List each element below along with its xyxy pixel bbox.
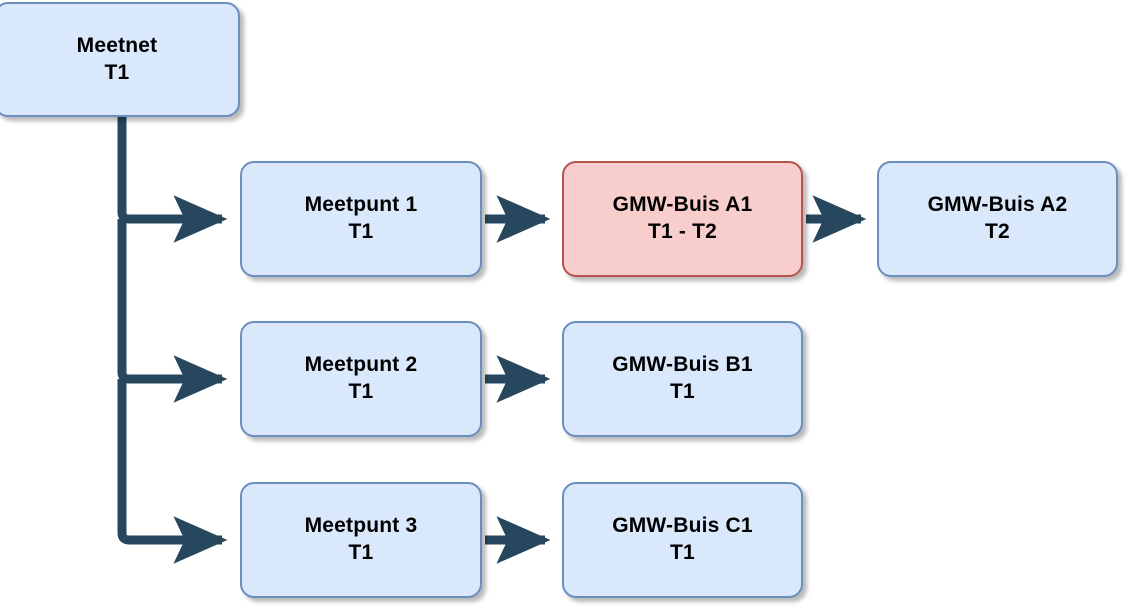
- node-gmw-buis-c1[interactable]: GMW-Buis C1 T1: [562, 482, 803, 598]
- node-meetpunt-1-version: T1: [348, 220, 374, 243]
- edge-meetnet-to-meetpunt3: [117, 379, 228, 564]
- node-gmw-buis-b1-label: GMW-Buis B1: [612, 353, 753, 377]
- node-meetnet-label: Meetnet: [76, 33, 158, 57]
- node-gmw-buis-a2-label: GMW-Buis A2: [927, 193, 1068, 217]
- node-meetpunt-1-label: Meetpunt 1: [304, 193, 418, 217]
- node-meetnet-version: T1: [104, 60, 130, 84]
- node-meetpunt-1[interactable]: Meetpunt 1 T1: [240, 161, 482, 277]
- node-meetpunt-3[interactable]: Meetpunt 3 T1: [240, 482, 482, 598]
- node-meetpunt-3-label: Meetpunt 3: [304, 514, 418, 538]
- node-meetnet[interactable]: Meetnet T1: [0, 2, 240, 117]
- node-meetpunt-3-version: T1: [348, 541, 374, 564]
- node-gmw-buis-a1[interactable]: GMW-Buis A1 T1 - T2: [562, 161, 803, 277]
- node-meetpunt-2-label: Meetpunt 2: [304, 353, 418, 377]
- node-meetpunt-2-version: T1: [348, 380, 374, 403]
- node-gmw-buis-c1-version: T1: [670, 541, 695, 564]
- node-meetpunt-2[interactable]: Meetpunt 2 T1: [240, 321, 482, 437]
- node-gmw-buis-b1[interactable]: GMW-Buis B1 T1: [562, 321, 803, 437]
- node-gmw-buis-a1-label: GMW-Buis A1: [612, 193, 753, 217]
- edge-meetnet-to-meetpunt1: [117, 113, 228, 243]
- edge-meetnet-to-meetpunt2: [117, 219, 228, 403]
- node-gmw-buis-a1-version: T1 - T2: [647, 220, 718, 243]
- node-gmw-buis-a2-version: T2: [985, 220, 1010, 243]
- node-gmw-buis-c1-label: GMW-Buis C1: [612, 514, 753, 538]
- node-gmw-buis-b1-version: T1: [670, 380, 695, 403]
- node-gmw-buis-a2[interactable]: GMW-Buis A2 T2: [877, 161, 1118, 277]
